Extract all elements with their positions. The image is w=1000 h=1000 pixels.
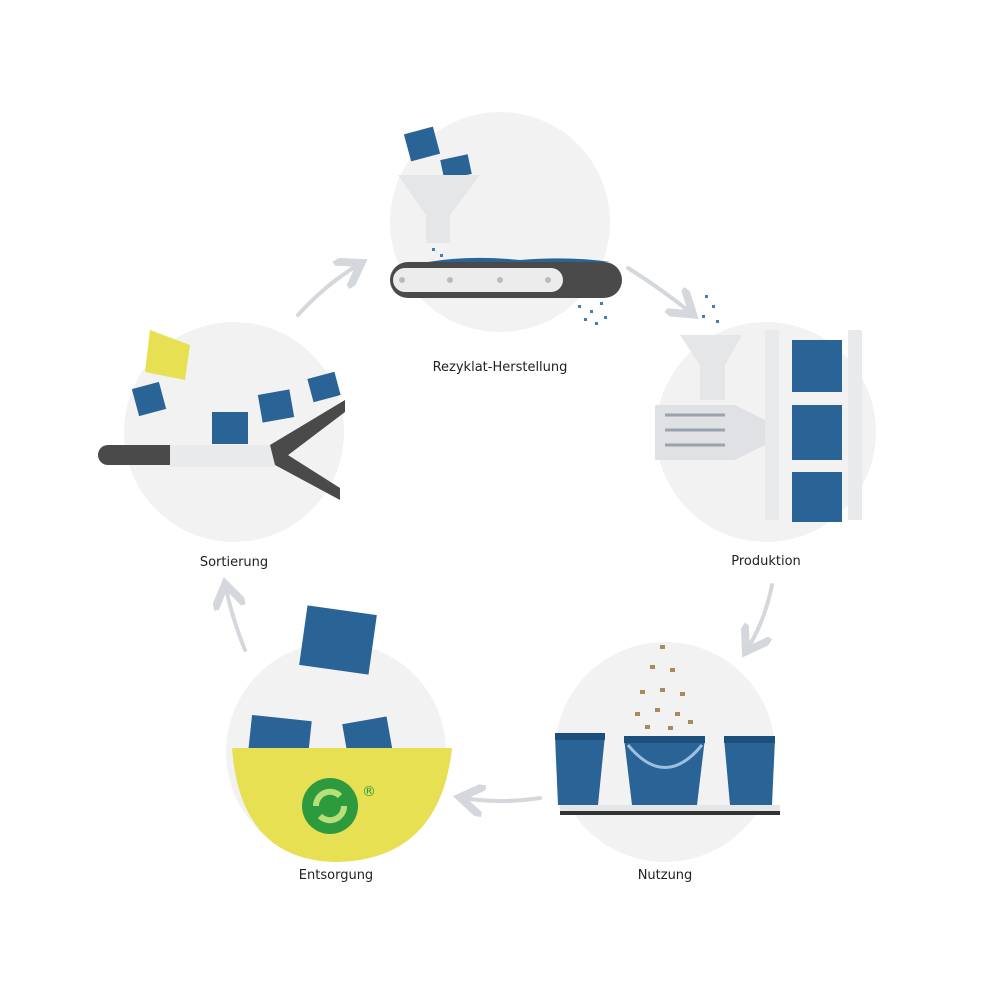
arrow-nutzung-to-entsorgung	[464, 798, 542, 801]
stage-label-sortierung: Sortierung	[199, 555, 269, 570]
arrow-entsorgung-to-sortierung	[226, 588, 247, 652]
arrow-rezyklat-to-produktion	[626, 266, 690, 312]
produktion-illustration	[655, 295, 862, 522]
rezyklat-illustration	[390, 126, 622, 325]
green-dot-logo	[302, 778, 358, 834]
stage-label-produktion: Produktion	[731, 554, 801, 569]
entsorgung-illustration: ®	[232, 605, 452, 862]
stage-label-rezyklat: Rezyklat-Herstellung	[432, 360, 568, 375]
nutzung-illustration	[555, 645, 780, 815]
registered-mark: ®	[362, 784, 376, 800]
arrow-sortierung-to-rezyklat	[296, 265, 358, 317]
stage-label-nutzung: Nutzung	[637, 868, 693, 883]
sortierung-illustration	[98, 330, 345, 500]
stage-label-entsorgung: Entsorgung	[298, 868, 374, 883]
arrow-produktion-to-nutzung	[748, 583, 774, 648]
